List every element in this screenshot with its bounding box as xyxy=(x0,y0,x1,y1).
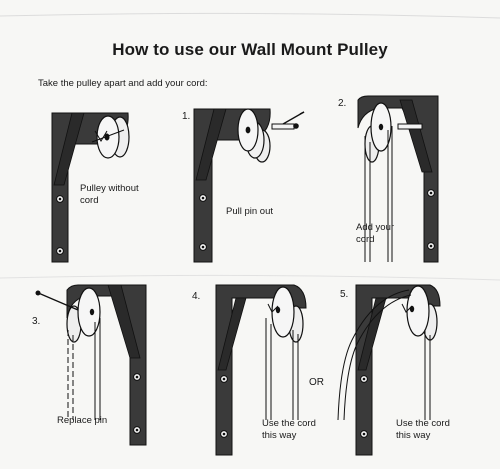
step-number-2: 2. xyxy=(338,98,347,109)
step-number-3: 3. xyxy=(32,316,41,327)
caption-pull-pin-out: Pull pin out xyxy=(226,206,274,217)
step-number-5: 5. xyxy=(340,289,349,300)
figure-use-cord-left xyxy=(215,284,307,456)
or-label: OR xyxy=(309,377,324,388)
caption-pulley-without-cord: Pulley without cord xyxy=(80,183,139,206)
caption-replace-pin: Replace pin xyxy=(57,415,108,426)
figure-pulley-without-cord xyxy=(51,112,130,263)
caption-use-cord-right: Use the cord this way xyxy=(396,418,450,441)
step-number-1: 1. xyxy=(182,111,191,122)
step-number-4: 4. xyxy=(192,291,201,302)
intro-text: Take the pulley apart and add your cord: xyxy=(38,78,208,89)
caption-use-cord-left: Use the cord this way xyxy=(262,418,316,441)
figure-use-cord-right xyxy=(337,284,441,456)
figure-pull-pin-out xyxy=(193,108,305,263)
caption-add-your-cord: Add your cord xyxy=(356,222,395,245)
page-title: How to use our Wall Mount Pulley xyxy=(112,40,388,59)
figure-add-your-cord xyxy=(357,95,439,263)
figure-replace-pin xyxy=(35,284,147,446)
